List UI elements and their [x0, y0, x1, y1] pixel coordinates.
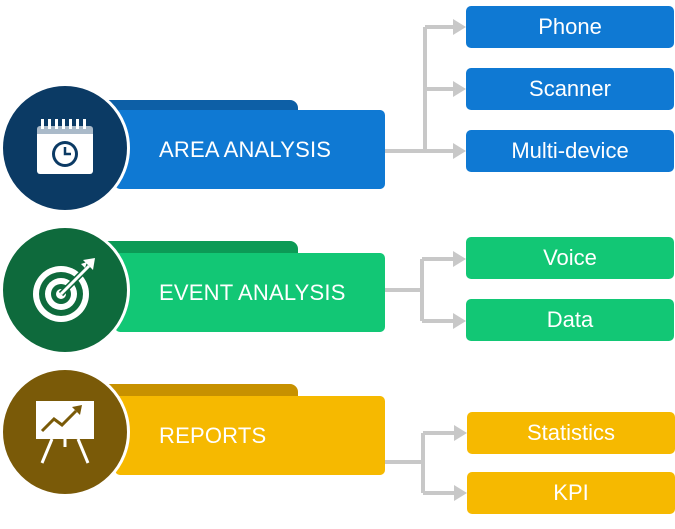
reports-bar[interactable]: REPORTS	[115, 396, 385, 475]
reports-label: REPORTS	[159, 422, 267, 448]
subitem-data-label: Data	[546, 307, 594, 332]
subitem-voice[interactable]: Voice	[466, 237, 674, 279]
subitem-voice-label: Voice	[543, 245, 597, 270]
area-analysis-bar[interactable]: AREA ANALYSIS	[115, 110, 385, 189]
subitem-phone[interactable]: Phone	[466, 6, 674, 48]
subitem-statistics-label: Statistics	[526, 420, 616, 445]
reports-icon-circle	[0, 367, 130, 497]
chart-presentation-icon	[36, 401, 94, 464]
event-analysis-label: EVENT ANALYSIS	[159, 279, 346, 305]
subitem-multi-device-label: Multi-device	[511, 138, 629, 163]
event-analysis-bar[interactable]: EVENT ANALYSIS	[115, 253, 385, 332]
event-analysis-icon-circle	[0, 225, 130, 355]
subitem-kpi[interactable]: KPI	[467, 472, 675, 514]
subitem-scanner[interactable]: Scanner	[466, 68, 674, 110]
subitem-kpi-label: KPI	[553, 480, 589, 505]
subitem-scanner-label: Scanner	[529, 76, 611, 101]
target-arrow-icon	[33, 258, 95, 322]
calendar-clock-icon	[37, 119, 93, 174]
area-analysis-icon-circle	[0, 83, 130, 213]
area-analysis-label: AREA ANALYSIS	[159, 136, 332, 162]
subitem-statistics[interactable]: Statistics	[467, 412, 675, 454]
subitem-data[interactable]: Data	[466, 299, 674, 341]
subitem-phone-label: Phone	[538, 14, 602, 39]
subitem-multi-device[interactable]: Multi-device	[466, 130, 674, 172]
